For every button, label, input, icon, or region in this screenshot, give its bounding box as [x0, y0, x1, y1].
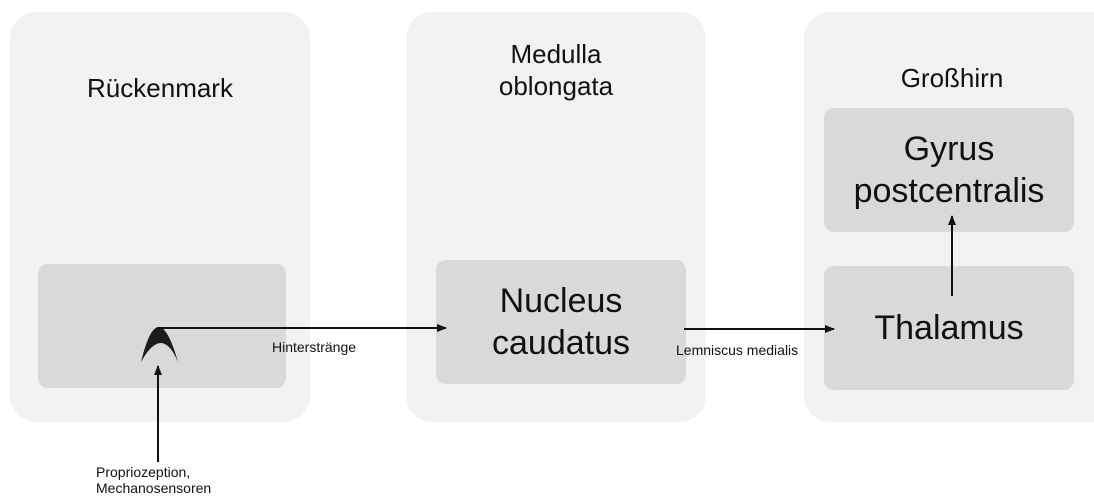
node-spinal-segment — [38, 264, 286, 388]
label-lemniscus-medialis: Lemniscus medialis — [676, 342, 799, 358]
region-medulla-oblongata: Medulla oblongata Nucleus caudatus — [406, 12, 706, 422]
node-gyrus-postcentralis: Gyrus postcentralis — [824, 108, 1074, 232]
region-title-grosshirn: Großhirn — [900, 63, 1004, 93]
node-nucleus-caudatus: Nucleus caudatus — [436, 260, 686, 384]
node-thalamus: Thalamus — [824, 266, 1074, 390]
region-title-rueckenmark: Rückenmark — [87, 73, 233, 103]
label-input: Propriozeption, Mechanosensoren — [96, 464, 212, 496]
label-hinterstraenge: Hinterstränge — [272, 339, 357, 355]
region-rueckenmark: Rückenmark — [10, 12, 310, 422]
region-title-medulla: Medulla oblongata — [498, 39, 614, 101]
neuron-arch-icon — [141, 327, 178, 362]
